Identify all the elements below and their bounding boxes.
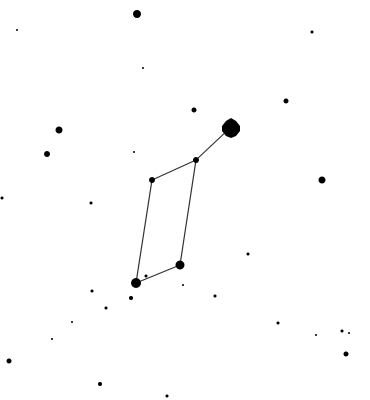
star [192, 108, 197, 113]
star [71, 321, 73, 323]
star [142, 67, 144, 69]
star [98, 382, 102, 386]
star [166, 395, 169, 398]
star [90, 202, 93, 205]
star [182, 284, 184, 286]
star [105, 307, 108, 310]
star [131, 278, 141, 288]
star [315, 334, 317, 336]
star [145, 275, 148, 278]
star [344, 352, 349, 357]
star [214, 295, 217, 298]
star [149, 177, 155, 183]
star [319, 177, 326, 184]
star [277, 322, 280, 325]
star [16, 29, 18, 31]
star [44, 151, 50, 157]
star [284, 99, 289, 104]
star [311, 31, 314, 34]
star [129, 296, 133, 300]
star [51, 338, 53, 340]
star [176, 261, 185, 270]
star [193, 157, 199, 163]
star [133, 10, 141, 18]
star [56, 127, 63, 134]
star [7, 359, 12, 364]
star [247, 253, 250, 256]
star [341, 330, 344, 333]
star [1, 197, 4, 200]
star [348, 332, 350, 334]
star [133, 151, 135, 153]
star [91, 290, 94, 293]
